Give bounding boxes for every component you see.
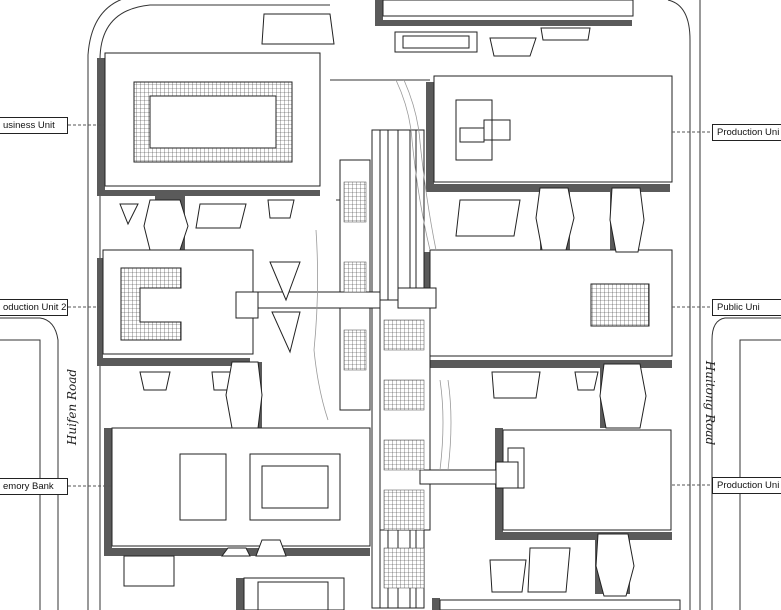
interior-outlines xyxy=(123,31,525,610)
label-memory-bank: emory Bank xyxy=(0,478,68,495)
road-label-huifen: Huifen Road xyxy=(65,368,80,446)
label-business-unit: usiness Unit xyxy=(0,117,68,134)
connectors xyxy=(143,187,647,597)
contours xyxy=(313,79,452,471)
leader-lines xyxy=(68,124,712,487)
label-production-unit-bottom-right: Production Uni xyxy=(712,477,781,494)
pavilions xyxy=(119,13,599,593)
label-public-unit: Public Uni xyxy=(712,299,781,316)
roof-grids xyxy=(120,81,650,341)
road-label-huitong: Huitong Road xyxy=(703,360,718,446)
label-production-unit-2: oduction Unit 2 xyxy=(0,299,68,316)
spine-hatch xyxy=(343,181,425,589)
label-production-unit-top-right: Production Uni xyxy=(712,124,781,141)
